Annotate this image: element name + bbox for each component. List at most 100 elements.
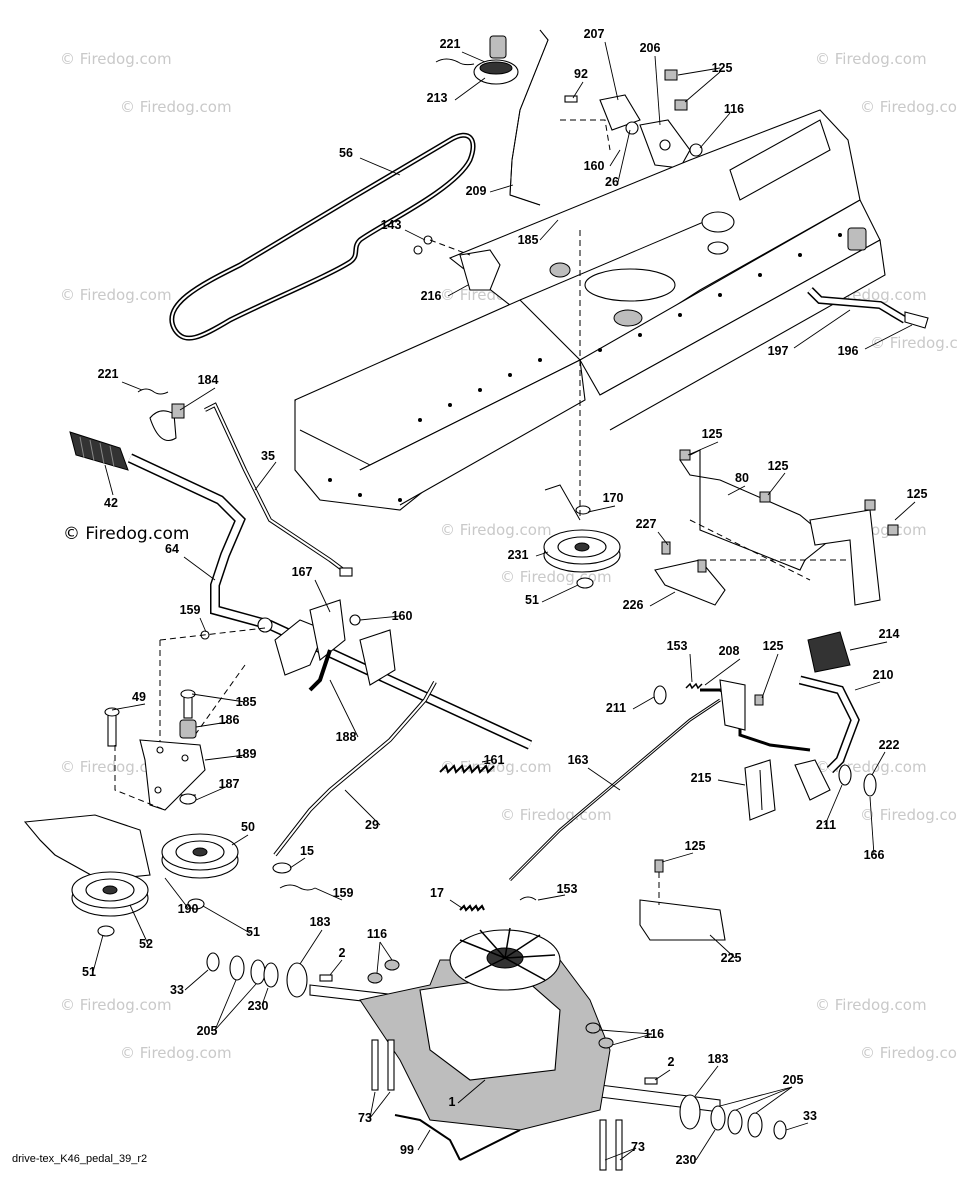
- callout-215: 215: [691, 771, 712, 785]
- pulley-231: [543, 230, 621, 589]
- callout-214: 214: [879, 627, 900, 641]
- callout-73-b: 73: [631, 1140, 645, 1154]
- callout-125-a: 125: [712, 61, 733, 75]
- callout-116-b: 116: [367, 927, 387, 941]
- bracket-80: [679, 449, 899, 606]
- callout-221-mid: 221: [98, 367, 119, 381]
- watermark: © Firedog.com: [120, 1044, 232, 1062]
- idler-bracket-189: [104, 689, 206, 811]
- pulley-50: [161, 833, 239, 910]
- callout-197: 197: [768, 344, 789, 358]
- bracket-226: [654, 541, 726, 606]
- callout-29: 29: [365, 818, 379, 832]
- callout-221-top: 221: [440, 37, 461, 51]
- callout-205-a: 205: [197, 1024, 218, 1038]
- washer-15: [272, 862, 316, 891]
- callout-163: 163: [568, 753, 589, 767]
- transaxle: [309, 927, 721, 1171]
- callout-211-a: 211: [606, 701, 626, 715]
- callout-64: 64: [165, 542, 179, 556]
- callout-230-a: 230: [248, 999, 269, 1013]
- watermark: © Firedog.com: [60, 758, 172, 776]
- callout-50: 50: [241, 820, 255, 834]
- callout-92: 92: [574, 67, 588, 81]
- drawing-id-caption: drive-tex_K46_pedal_39_r2: [12, 1153, 147, 1165]
- grip-42: [69, 431, 129, 471]
- drive-belt: [169, 132, 476, 341]
- spring-161: [439, 764, 495, 774]
- watermark: © Firedog.com: [870, 334, 958, 352]
- callout-153-a: 153: [667, 639, 688, 653]
- callout-35: 35: [261, 449, 275, 463]
- callout-184: 184: [198, 373, 219, 387]
- callout-125-f: 125: [685, 839, 706, 853]
- callout-33-a: 33: [170, 983, 184, 997]
- watermark: © Firedog.com: [860, 1044, 958, 1062]
- shield-190: [23, 814, 151, 881]
- callout-209: 209: [466, 184, 487, 198]
- callout-26: 26: [605, 175, 619, 189]
- watermark: © Firedog.com: [815, 996, 927, 1014]
- callout-1: 1: [449, 1095, 456, 1109]
- callout-159-a: 159: [180, 603, 201, 617]
- left-hub-stack: [206, 952, 333, 998]
- callout-183-b: 183: [708, 1052, 729, 1066]
- callout-185-a: 185: [518, 233, 539, 247]
- rod-29: [273, 649, 437, 857]
- watermark: © Firedog.com: [860, 98, 958, 116]
- callout-153-b: 153: [557, 882, 578, 896]
- spring-17: [459, 896, 537, 912]
- callout-51-b: 51: [246, 925, 260, 939]
- callout-15: 15: [300, 844, 314, 858]
- callout-125-c: 125: [768, 459, 789, 473]
- callout-51-a: 51: [525, 593, 539, 607]
- watermark: © Firedog.com: [860, 806, 958, 824]
- clip-184: [137, 388, 185, 442]
- shift-rod: [509, 29, 549, 206]
- callout-222: 222: [879, 738, 900, 752]
- callout-227: 227: [636, 517, 657, 531]
- rod-163: [508, 698, 721, 882]
- callout-2-a: 2: [339, 946, 346, 960]
- callout-186: 186: [219, 713, 240, 727]
- callout-160-b: 160: [392, 609, 413, 623]
- callout-49: 49: [132, 690, 146, 704]
- callout-213: 213: [427, 91, 448, 105]
- callout-51-c: 51: [82, 965, 96, 979]
- callout-56: 56: [339, 146, 353, 160]
- watermark-main: © Firedog.com: [63, 524, 189, 544]
- callout-52: 52: [139, 937, 153, 951]
- callout-99: 99: [400, 1143, 414, 1157]
- callout-196: 196: [838, 344, 859, 358]
- callout-160-a: 160: [584, 159, 605, 173]
- callout-170: 170: [603, 491, 624, 505]
- watermark: © Firedog.com: [440, 521, 552, 539]
- callout-185-b: 185: [236, 695, 257, 709]
- bracket-225: [639, 859, 726, 941]
- callout-167: 167: [292, 565, 313, 579]
- callout-231: 231: [508, 548, 529, 562]
- callout-166: 166: [864, 848, 885, 862]
- callout-211-b: 211: [816, 818, 836, 832]
- callout-189: 189: [236, 747, 257, 761]
- watermark: © Firedog.com: [440, 758, 552, 776]
- upper-linkage: [560, 69, 703, 169]
- callout-208: 208: [719, 644, 740, 658]
- callout-2-b: 2: [668, 1055, 675, 1069]
- pedal-rod-197: [807, 287, 929, 329]
- callout-230-b: 230: [676, 1153, 697, 1167]
- leader-lines: [92, 41, 916, 1161]
- watermark: © Firedog.com: [120, 98, 232, 116]
- callout-216: 216: [421, 289, 442, 303]
- callout-125-d: 125: [907, 487, 928, 501]
- callout-80: 80: [735, 471, 749, 485]
- bracket-216: [413, 235, 501, 291]
- callout-125-b: 125: [702, 427, 723, 441]
- watermark: © Firedog.com: [815, 50, 927, 68]
- rod-99: [394, 1114, 521, 1161]
- callout-42: 42: [104, 496, 118, 510]
- callout-125-e: 125: [763, 639, 784, 653]
- chassis-frame: [294, 109, 886, 511]
- callout-225: 225: [721, 951, 742, 965]
